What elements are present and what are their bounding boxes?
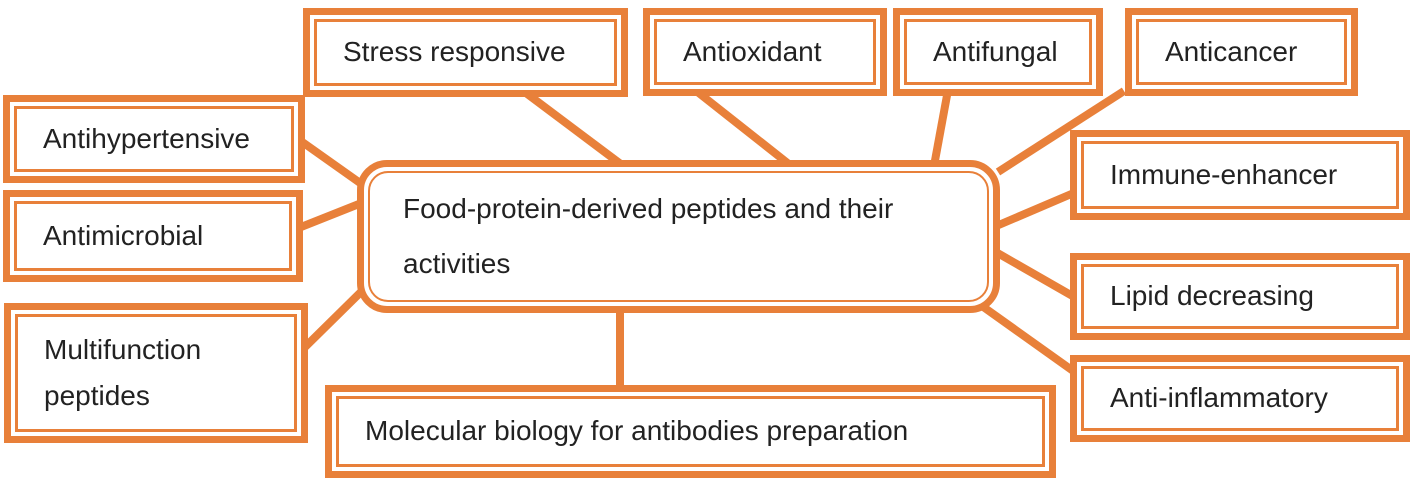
node-molecular-biology: Molecular biology for antibodies prepara…	[325, 385, 1056, 478]
node-multifunction-peptides: Multifunction peptides	[4, 303, 308, 443]
node-stress-responsive: Stress responsive	[303, 8, 628, 97]
node-frame: Antioxidant	[654, 19, 876, 85]
node-frame: Anti-inflammatory	[1081, 366, 1399, 431]
node-label: Anticancer	[1165, 35, 1298, 67]
node-label: Molecular biology for antibodies prepara…	[365, 415, 909, 447]
node-lipid-decreasing: Lipid decreasing	[1070, 253, 1410, 340]
node-frame: Stress responsive	[314, 19, 617, 86]
node-immune-enhancer: Immune-enhancer	[1070, 130, 1410, 220]
node-anti-inflammatory: Anti-inflammatory	[1070, 355, 1410, 442]
node-antimicrobial: Antimicrobial	[3, 190, 303, 282]
node-frame: Molecular biology for antibodies prepara…	[336, 396, 1045, 467]
node-label: Antihypertensive	[43, 122, 251, 154]
node-antihypertensive: Antihypertensive	[3, 95, 305, 183]
node-frame: Lipid decreasing	[1081, 264, 1399, 329]
node-frame: Immune-enhancer	[1081, 141, 1399, 209]
node-frame: Antihypertensive	[14, 106, 294, 172]
node-antifungal: Antifungal	[893, 8, 1103, 96]
edge-center-antimicrobial	[294, 198, 366, 233]
node-frame: Anticancer	[1136, 19, 1347, 85]
edge-center-anticancer	[995, 87, 1127, 176]
edge-center-antioxidant	[692, 86, 793, 169]
edge-center-anti-inflammatory	[979, 302, 1079, 377]
node-label: Lipid decreasing	[1110, 280, 1314, 312]
node-label: Immune-enhancer	[1110, 158, 1338, 190]
edge-center-lipid-decreasing	[992, 247, 1078, 302]
node-label: Antioxidant	[683, 35, 822, 67]
node-center: Food-protein-derived peptides and their …	[357, 160, 1000, 313]
node-label: Anti-inflammatory	[1110, 382, 1328, 414]
edge-center-immune-enhancer	[992, 188, 1078, 231]
edge-center-antifungal	[930, 89, 952, 167]
node-frame: Multifunction peptides	[15, 314, 297, 432]
center-label: Food-protein-derived peptides and their …	[403, 192, 894, 279]
node-label: Antifungal	[933, 35, 1058, 67]
edge-center-stress-responsive	[519, 86, 625, 169]
node-frame: Antifungal	[904, 19, 1092, 85]
node-label: Stress responsive	[343, 36, 566, 68]
node-antioxidant: Antioxidant	[643, 8, 887, 96]
node-label: Multifunction peptides	[44, 333, 202, 411]
node-label: Antimicrobial	[43, 219, 204, 251]
node-anticancer: Anticancer	[1125, 8, 1358, 96]
edge-center-multifunction-peptides	[296, 283, 370, 356]
node-frame: Food-protein-derived peptides and their …	[368, 171, 989, 302]
node-frame: Antimicrobial	[14, 201, 292, 271]
